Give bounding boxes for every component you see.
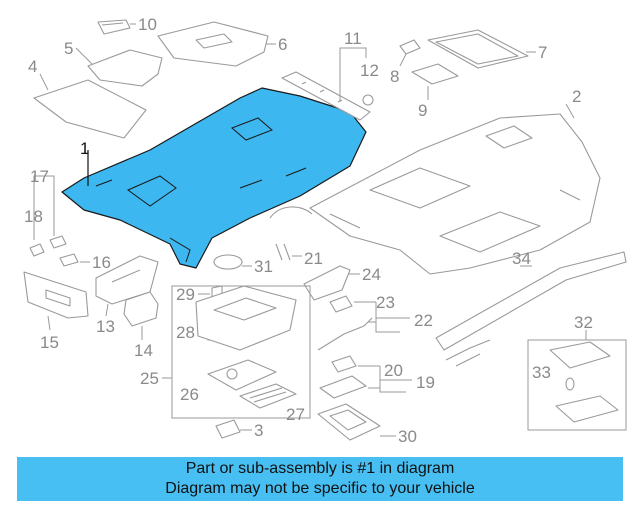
- parts-diagram: 10 6 5 4 1 7 8 9: [23, 15, 627, 446]
- callout-21[interactable]: 21: [304, 249, 323, 268]
- callout-1[interactable]: 1: [80, 139, 89, 158]
- part-5-insulator: [87, 49, 163, 87]
- callout-20[interactable]: 20: [384, 361, 403, 380]
- callout-16[interactable]: 16: [92, 253, 111, 272]
- callout-4[interactable]: 4: [28, 57, 37, 76]
- part-console-housing: [195, 285, 297, 351]
- part-32-lamp-upper: [549, 341, 611, 369]
- callout-6[interactable]: 6: [278, 35, 287, 54]
- banner-line-1: Part or sub-assembly is #1 in diagram: [185, 460, 455, 477]
- part-1-headliner[interactable]: [61, 87, 367, 269]
- part-6-insulator: [157, 21, 269, 67]
- part-16-clip: [59, 253, 79, 267]
- callout-22[interactable]: 22: [414, 311, 433, 330]
- part-22-harness: [317, 317, 373, 351]
- callout-11[interactable]: 11: [344, 29, 362, 48]
- info-banner: Part or sub-assembly is #1 in diagram Di…: [17, 457, 623, 501]
- callout-34[interactable]: 34: [512, 249, 531, 268]
- part-3-clip: [215, 419, 241, 439]
- part-27-grille: [239, 383, 297, 409]
- part-26-panel: [207, 359, 277, 391]
- callout-12[interactable]: 12: [360, 61, 379, 80]
- callout-27[interactable]: 27: [286, 405, 305, 424]
- part-24-bracket: [303, 265, 351, 301]
- part-21-handle: [269, 206, 313, 261]
- part-8-lamp: [399, 39, 421, 55]
- part-10-pad: [97, 19, 131, 35]
- callout-5[interactable]: 5: [64, 39, 73, 58]
- part-31-cap: [213, 254, 243, 270]
- callout-24[interactable]: 24: [362, 265, 381, 284]
- callout-19[interactable]: 19: [416, 373, 435, 392]
- callout-17[interactable]: 17: [30, 167, 49, 186]
- part-12-clip: [362, 94, 374, 106]
- callout-32[interactable]: 32: [574, 313, 593, 332]
- part-9-lens: [411, 63, 459, 85]
- part-2-headliner-assembly: [309, 113, 601, 275]
- callout-33[interactable]: 33: [532, 363, 551, 382]
- banner-line-2: Diagram may not be specific to your vehi…: [165, 480, 475, 497]
- part-19-lamp: [319, 375, 367, 399]
- callout-3[interactable]: 3: [254, 421, 263, 440]
- callout-8[interactable]: 8: [390, 67, 399, 86]
- part-33-lamp-lower: [555, 377, 619, 423]
- callout-14[interactable]: 14: [134, 341, 153, 360]
- callout-15[interactable]: 15: [40, 333, 59, 352]
- callout-29[interactable]: 29: [176, 285, 195, 304]
- callout-28[interactable]: 28: [176, 323, 195, 342]
- part-4-insulator: [33, 79, 147, 139]
- part-23-lamp: [329, 295, 353, 313]
- callout-23[interactable]: 23: [376, 293, 395, 312]
- part-20-lamp: [331, 355, 357, 373]
- callout-31[interactable]: 31: [254, 257, 273, 276]
- part-7-glass: [427, 29, 529, 69]
- callout-2[interactable]: 2: [572, 87, 581, 106]
- callout-25[interactable]: 25: [140, 369, 159, 388]
- part-30-map-lamp: [317, 403, 381, 441]
- callout-13[interactable]: 13: [96, 317, 115, 336]
- part-14-switch: [123, 291, 159, 327]
- part-18-clip: [29, 243, 45, 257]
- part-15-sunvisor: [23, 271, 89, 319]
- callout-7[interactable]: 7: [538, 43, 547, 62]
- callout-10[interactable]: 10: [138, 15, 157, 34]
- callout-18[interactable]: 18: [24, 207, 43, 226]
- part-17-clip: [49, 235, 67, 249]
- callout-26[interactable]: 26: [180, 385, 199, 404]
- callout-9[interactable]: 9: [418, 101, 427, 120]
- callout-30[interactable]: 30: [398, 427, 417, 446]
- part-34-rail: [435, 251, 627, 367]
